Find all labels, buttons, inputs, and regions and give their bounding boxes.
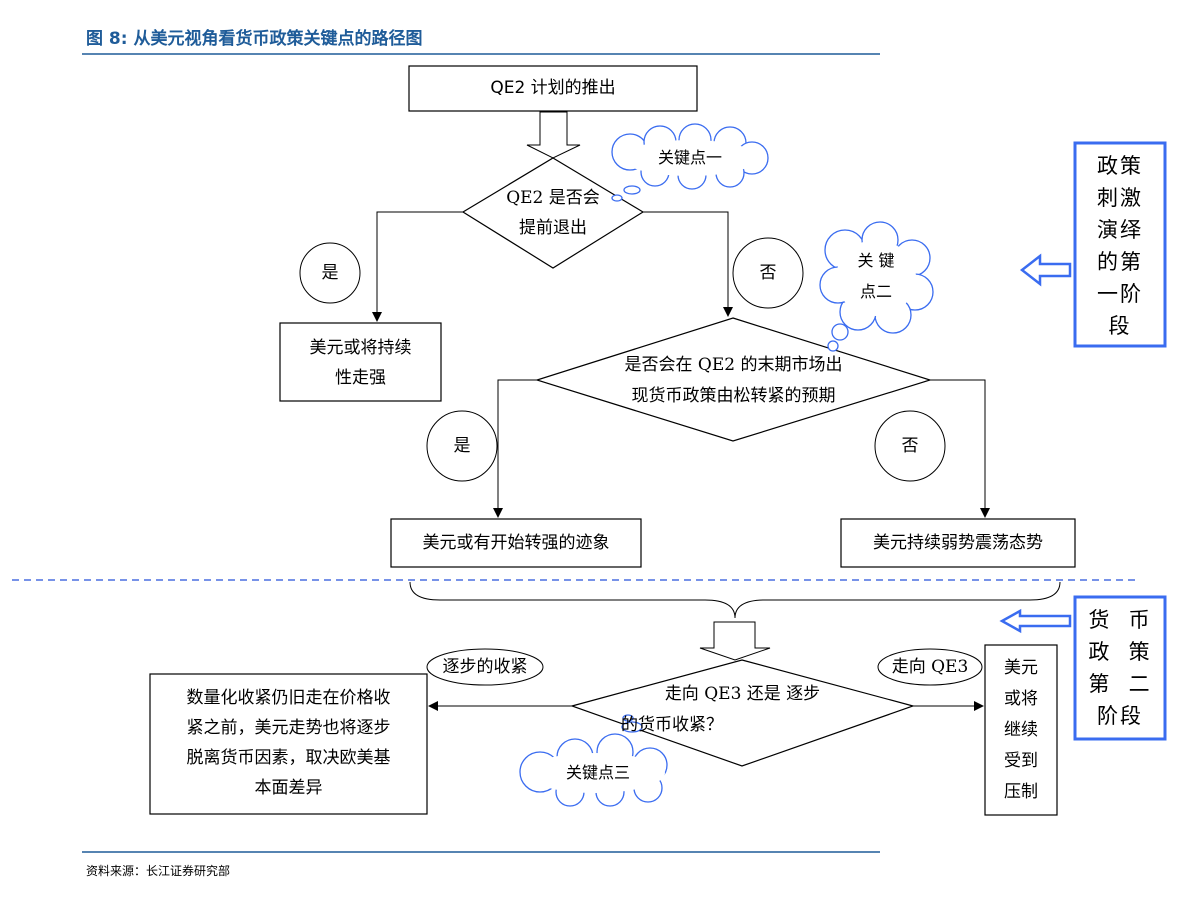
stage1-text: 政策 刺激 演绎 的第 一阶 段	[1075, 150, 1165, 342]
right-label: 走向 QE3	[891, 657, 969, 677]
cloud-keypoint1	[611, 123, 769, 202]
figure-title: 图 8: 从美元视角看货币政策关键点的路径图	[86, 29, 423, 49]
no1-circle	[732, 237, 804, 309]
start-label: QE2 计划的推出	[490, 78, 616, 98]
outcome4-line1: 数量化收紧仍旧走在价格收	[186, 688, 391, 708]
outcome4-line2: 紧之前，美元走势也将逐步	[186, 718, 391, 738]
outcome5-line4: 受到	[1004, 751, 1038, 771]
stage1-box	[1073, 141, 1167, 348]
outcome2-label: 美元或有开始转强的迹象	[422, 533, 610, 553]
stage1-line: 段	[1108, 314, 1132, 338]
hollow-arrow-left-icon	[1019, 253, 1072, 287]
stage1-line: 的第	[1097, 250, 1143, 274]
decision3-line2: 的货币收紧？	[621, 715, 723, 735]
keypoint2-line2: 点二	[859, 282, 892, 301]
outcome5-line2: 或将	[1004, 689, 1038, 709]
stage1-line: 演绎	[1097, 218, 1143, 242]
stage2-text: 货 币 政 策 第 二 阶段	[1075, 604, 1165, 732]
arrow-no2	[930, 379, 990, 518]
no2-circle	[874, 410, 946, 482]
source-note: 资料来源：长江证券研究部	[86, 864, 231, 878]
left-label-ellipse	[426, 648, 544, 686]
yes2-label: 是	[453, 436, 471, 456]
decision3-line1: 走向 QE3 还是 逐步	[664, 684, 821, 704]
outcome1-line1: 美元或将持续	[309, 338, 412, 358]
stage2-box	[1073, 595, 1167, 741]
arrow-no1	[643, 211, 733, 317]
left-label: 逐步的收紧	[442, 657, 528, 677]
stage2-line: 第 二	[1088, 672, 1152, 696]
decision3-diamond	[569, 659, 916, 767]
outcome5-line3: 继续	[1004, 720, 1038, 740]
no2-label: 否	[901, 436, 919, 456]
yes1-label: 是	[321, 263, 339, 283]
stage2-line: 政 策	[1088, 640, 1152, 664]
decision1-line1: QE2 是否会	[506, 188, 600, 208]
stage2-line: 阶段	[1097, 704, 1143, 728]
stage1-line: 一阶	[1097, 282, 1143, 306]
outcome3-box	[840, 518, 1076, 568]
decision2-line1: 是否会在 QE2 的末期市场出	[624, 355, 843, 375]
brace	[409, 581, 1061, 619]
stage1-line: 政策	[1097, 154, 1143, 178]
outcome1-line2: 性走强	[335, 368, 386, 388]
outcome4-line3: 脱离货币因素，取决欧美基	[186, 748, 391, 768]
start-box	[408, 65, 698, 112]
outcome4-box	[149, 673, 428, 815]
outcome4-line4: 本面差异	[254, 778, 323, 798]
outcome1-box	[279, 322, 442, 402]
outcome2-box	[390, 518, 642, 568]
arrow-yes2	[493, 379, 537, 518]
decision1-diamond	[461, 157, 645, 269]
yes1-circle	[299, 242, 361, 304]
cloud-keypoint2	[819, 221, 934, 352]
keypoint1-label: 关键点一	[657, 148, 722, 167]
stage1-line: 刺激	[1097, 186, 1143, 210]
outcome5-box	[984, 644, 1058, 816]
keypoint3-label: 关键点三	[565, 763, 630, 782]
decision2-line2: 现货币政策由松转紧的预期	[631, 386, 836, 406]
arrow-yes1	[372, 211, 463, 322]
no1-label: 否	[759, 263, 777, 283]
block-arrow-down-icon	[526, 111, 581, 159]
right-label-ellipse	[877, 648, 983, 686]
keypoint2-line1: 关 键	[857, 251, 895, 270]
decision2-diamond	[534, 317, 933, 442]
hollow-arrow-left-icon	[999, 608, 1072, 634]
stage2-line: 货 币	[1088, 608, 1152, 632]
cloud-keypoint3	[519, 714, 668, 807]
outcome5-line5: 压制	[1004, 782, 1038, 802]
decision1-line2: 提前退出	[519, 218, 587, 238]
block-arrow-down-icon	[699, 621, 771, 661]
outcome3-label: 美元持续弱势震荡态势	[873, 533, 1043, 553]
outcome5-line1: 美元	[1004, 658, 1038, 678]
yes2-circle	[426, 410, 498, 482]
